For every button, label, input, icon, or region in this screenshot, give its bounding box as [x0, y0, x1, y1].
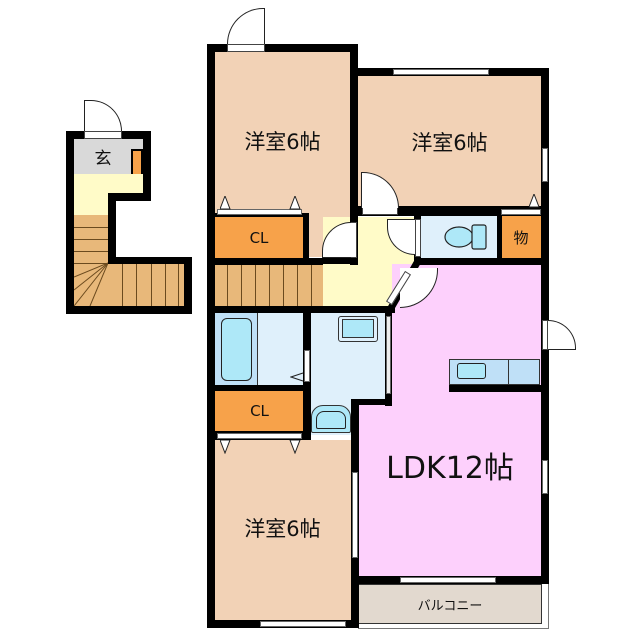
window-ldk-balcony[interactable] — [400, 577, 496, 583]
counter-base — [449, 385, 541, 392]
storage[interactable] — [501, 216, 541, 258]
toilet-icon — [444, 224, 487, 250]
alcove-door[interactable] — [350, 222, 357, 258]
door-swing-icon — [227, 8, 265, 44]
wall-wash-bottom — [351, 399, 392, 405]
entrance-hall — [74, 174, 143, 193]
wall-closet-upper-top — [207, 213, 309, 217]
entrance-door[interactable] — [84, 131, 122, 139]
stove-divider — [508, 359, 509, 385]
washing-machine-drum — [316, 411, 346, 429]
closet-upper-door[interactable] — [217, 209, 302, 215]
bedroom-top-left — [215, 51, 350, 215]
sliding-door-bed-ldk[interactable] — [352, 472, 358, 558]
wall-stair-bottom — [207, 306, 395, 313]
washbasin-bowl — [342, 319, 374, 338]
closet-lower[interactable] — [215, 391, 304, 431]
bath-door[interactable] — [304, 350, 310, 382]
ldk-exterior-door-swing-icon — [548, 320, 576, 350]
bath-door-arrow-icon — [290, 372, 304, 382]
closet-hinge-markers-icon — [220, 196, 301, 210]
wall-hall-top — [350, 206, 549, 216]
storage-door[interactable] — [501, 209, 541, 215]
hallway-lower — [323, 264, 395, 307]
sliding-door-wash-ldk[interactable] — [386, 316, 391, 394]
toilet-door[interactable] — [415, 219, 421, 257]
window-top-right[interactable] — [393, 69, 489, 75]
wall-alcove-bottom — [323, 257, 358, 264]
bathtub-basin — [221, 318, 252, 381]
window-bedroom-bottom[interactable] — [260, 621, 346, 627]
storage-label: 物 — [513, 228, 529, 247]
bedroom-top-right-label: 洋室6帖 — [411, 131, 488, 155]
stairs-main[interactable] — [215, 265, 323, 307]
closet-lower-door[interactable] — [217, 433, 302, 439]
balcony-label: バルコニー — [417, 598, 483, 614]
wall-mid-vertical — [350, 44, 358, 265]
entrance-door-swing-icon — [84, 100, 122, 131]
closet-upper-label: CL — [249, 228, 269, 247]
bedroom-bottom-label: 洋室6帖 — [244, 517, 321, 541]
stairs-entrance[interactable] — [74, 215, 108, 306]
ldk-lower — [358, 404, 398, 576]
bedroom-top-left-door[interactable] — [227, 44, 265, 52]
wall-closet-upper-right — [303, 213, 309, 259]
closet-lower-label: CL — [250, 402, 269, 420]
balcony-railing — [358, 578, 549, 629]
closet-lower-hinge-markers-icon — [220, 440, 301, 454]
bedroom-top-left-label: 洋室6帖 — [244, 130, 321, 154]
window-right-bedroom[interactable] — [542, 148, 548, 182]
winder-lines-icon — [74, 262, 108, 306]
ldk — [392, 264, 541, 576]
bedroom-bottom — [215, 440, 351, 620]
bedroom-top-right-door[interactable] — [362, 207, 398, 215]
window-ldk-right[interactable] — [542, 460, 548, 494]
entrance-hall-lower — [74, 193, 108, 215]
wall-top-left — [207, 44, 358, 52]
wall-closet-upper-bottom — [207, 258, 323, 265]
closet-upper[interactable] — [215, 217, 303, 258]
wall-storage-left — [497, 206, 502, 264]
wall-toilet-bottom — [414, 258, 549, 265]
kitchen-sink-icon — [457, 363, 486, 379]
stairs-entrance-horizontal[interactable] — [108, 264, 184, 306]
storage-hinge-marker-icon — [529, 194, 540, 208]
wall-bath-bottom — [207, 385, 311, 391]
genkan-label: 玄 — [94, 148, 112, 169]
wall-left — [207, 44, 215, 628]
ldk-exterior-door[interactable] — [542, 320, 548, 350]
ldk-label: LDK12帖 — [386, 451, 514, 486]
